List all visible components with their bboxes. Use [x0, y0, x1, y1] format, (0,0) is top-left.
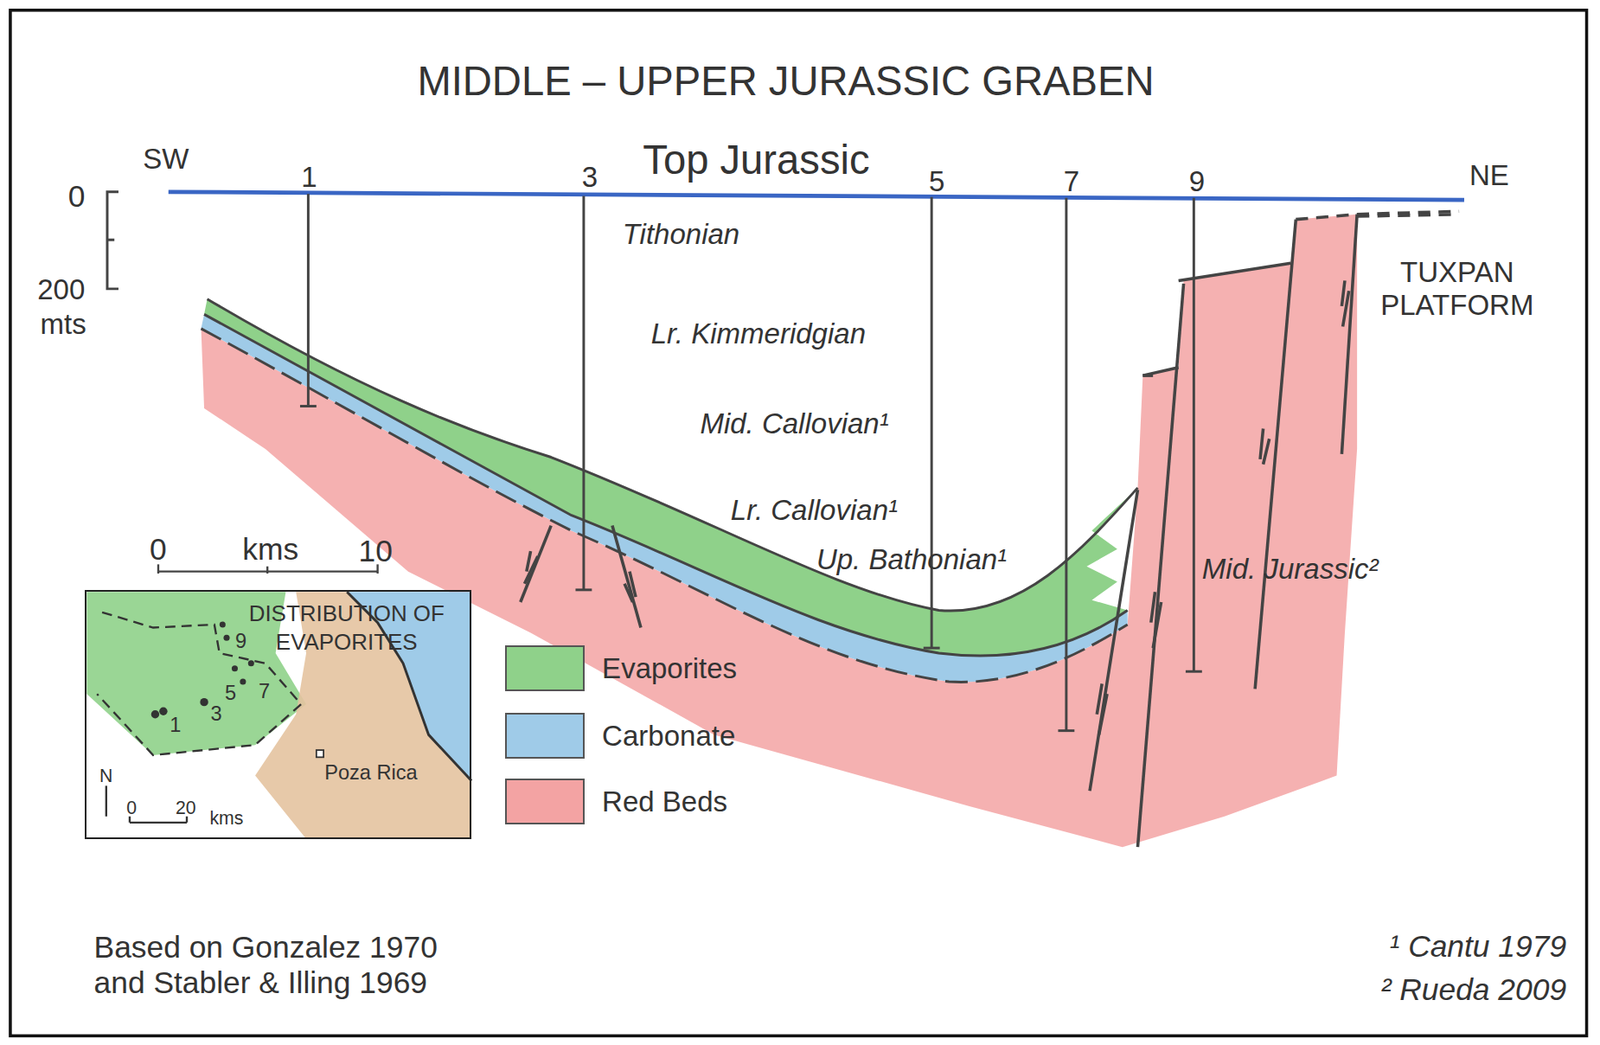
scale-value: 0 [149, 531, 167, 567]
map-well-number: 1 [169, 713, 181, 737]
map-well-number: 3 [211, 702, 223, 726]
reference-note: ² Rueda 2009 [1381, 972, 1567, 1008]
km-scale [158, 563, 378, 574]
source-note: Based on Gonzalez 1970 and Stabler & Ill… [94, 929, 462, 1000]
well-number: 7 [1063, 165, 1080, 199]
horizon-label: Top Jurassic [642, 136, 870, 184]
scale-unit: kms [242, 531, 299, 567]
horizon-lines [201, 299, 1139, 683]
frame [10, 10, 1588, 1037]
inset-map-box: DISTRIBUTION OF EVAPORITES [84, 589, 472, 839]
stage-label: Up. Bathonian¹ [816, 543, 1007, 576]
legend-swatch [505, 778, 585, 825]
stage-label: Mid. Callovian¹ [699, 407, 889, 441]
faults [520, 211, 1460, 847]
scale-value: 10 [358, 533, 392, 570]
north-arrow: N [99, 764, 113, 786]
direction-label: SW [142, 142, 189, 176]
town-label: Poza Rica [324, 761, 417, 786]
well-number: 9 [1189, 165, 1205, 199]
scale-value: 20 [175, 797, 197, 819]
stage-label: Lr. Callovian¹ [730, 493, 898, 527]
well-number: 5 [928, 165, 945, 199]
legend-label: Red Beds [601, 785, 728, 819]
inset-map [86, 591, 472, 839]
stage-label: Mid. Jurassic² [1202, 552, 1379, 586]
map-well-number: 7 [258, 679, 270, 704]
red-beds [201, 214, 1358, 847]
map-well-number: 9 [235, 630, 247, 654]
evaporite-layer [204, 299, 1138, 656]
well-number: 1 [300, 160, 317, 194]
top-jurassic-line [168, 192, 1465, 200]
platform-label: TUXPAN PLATFORM [1355, 256, 1560, 322]
scale-unit: mts [40, 307, 87, 341]
well-number: 3 [582, 160, 598, 194]
reference-note: ¹ Cantu 1979 [1389, 928, 1568, 964]
map-title: DISTRIBUTION OF EVAPORITES [239, 599, 455, 656]
stage-label: Tithonian [622, 217, 741, 251]
scale-value: 0 [126, 797, 137, 819]
scale-value: 200 [37, 273, 85, 307]
legend-swatch [505, 645, 585, 692]
legend-label: Evaporites [601, 652, 737, 685]
diagram-title: MIDDLE – UPPER JURASSIC GRABEN [416, 57, 1154, 105]
direction-label: NE [1469, 159, 1510, 192]
legend-swatch [505, 712, 585, 759]
map-well-number: 5 [224, 682, 237, 706]
depth-scale [107, 192, 119, 289]
scale-value: 0 [68, 178, 86, 214]
legend-label: Carbonate [601, 719, 736, 753]
scale-unit: kms [209, 807, 244, 829]
stage-label: Lr. Kimmeridgian [651, 317, 866, 351]
